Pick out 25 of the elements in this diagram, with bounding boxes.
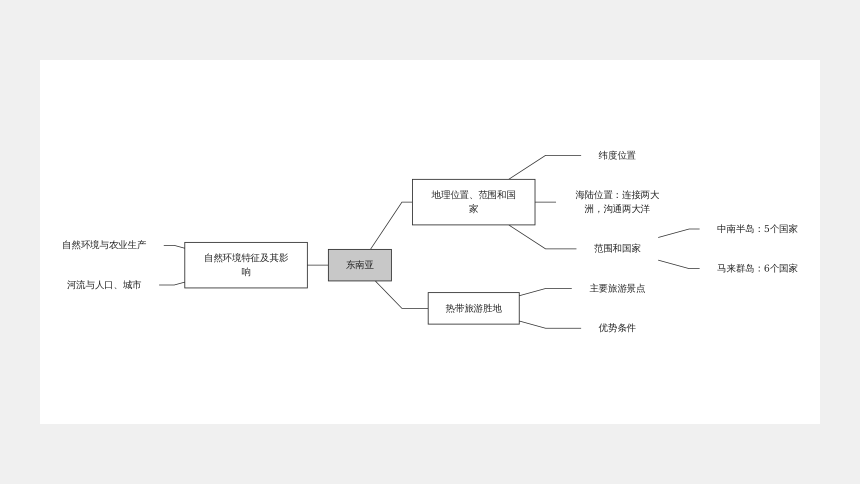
- connector: [658, 260, 700, 270]
- connector: [306, 264, 329, 266]
- connector: [508, 155, 582, 180]
- node-box: 东南亚: [328, 249, 392, 282]
- node-text: 优势条件: [598, 322, 636, 334]
- node-text: 马来群岛：6个国家: [717, 263, 798, 274]
- connector: [534, 202, 556, 203]
- connector: [518, 288, 572, 296]
- node-text: 自然环境与农业生产: [62, 240, 146, 251]
- connector: [508, 224, 577, 250]
- node-box: 热带旅游胜地: [428, 292, 520, 325]
- connector: [658, 228, 700, 238]
- connector: [370, 202, 413, 250]
- connector: [163, 245, 186, 249]
- node-text: 范围和国家: [594, 243, 641, 254]
- node-text: 纬度位置: [598, 150, 636, 161]
- node-text: 主要旅游景点: [589, 282, 646, 294]
- node-box: 自然环境特征及其影响: [184, 242, 308, 289]
- node-text: 河流与人口、城市: [66, 279, 142, 290]
- node-text: 中南半岛：5个国家: [717, 223, 798, 234]
- node-box: 地理位置、范围和国家: [412, 179, 536, 226]
- node-text: 海陆位置：连接两大洲，沟通两大洋: [575, 189, 660, 215]
- connector: [374, 280, 429, 309]
- connector: [158, 282, 186, 286]
- connector: [518, 320, 582, 329]
